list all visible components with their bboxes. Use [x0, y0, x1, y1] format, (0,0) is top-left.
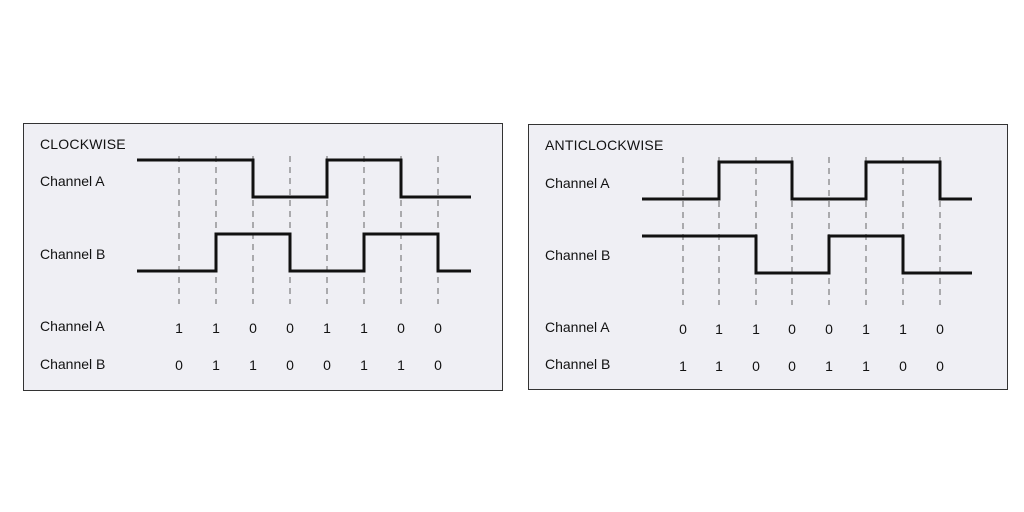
channel-b-bit: 0 — [323, 357, 331, 373]
channel-b-bit: 0 — [899, 358, 907, 374]
channel-b-bit: 1 — [862, 358, 870, 374]
channel-b-bit: 1 — [825, 358, 833, 374]
channel-b-wave-label: Channel B — [545, 247, 611, 263]
channel-a-bit: 0 — [679, 321, 687, 337]
channel-b-bit: 0 — [434, 357, 442, 373]
channel-a-bit: 1 — [752, 321, 760, 337]
clockwise-waveform — [137, 156, 471, 304]
channel-a-waveform — [642, 160, 972, 201]
channel-a-wave-label: Channel A — [545, 175, 610, 191]
channel-a-bit: 1 — [360, 320, 368, 336]
channel-a-bit: 1 — [899, 321, 907, 337]
channel-a-bit: 0 — [825, 321, 833, 337]
channel-b-bit: 1 — [249, 357, 257, 373]
clockwise-panel: CLOCKWISE Channel A Channel B Channel A … — [23, 123, 503, 391]
channel-b-bit: 0 — [286, 357, 294, 373]
anticlockwise-waveform — [642, 157, 972, 305]
channel-b-bit: 0 — [175, 357, 183, 373]
channel-a-waveform — [137, 158, 471, 199]
channel-a-bit: 0 — [249, 320, 257, 336]
channel-a-bit: 0 — [397, 320, 405, 336]
channel-b-wave-label: Channel B — [40, 246, 106, 262]
channel-a-bit: 1 — [862, 321, 870, 337]
channel-b-bit: 0 — [752, 358, 760, 374]
channel-a-table-label: Channel A — [40, 318, 105, 334]
channel-b-bit: 1 — [397, 357, 405, 373]
channel-b-table-label: Channel B — [545, 356, 611, 372]
channel-a-bit: 0 — [788, 321, 796, 337]
channel-b-bit: 0 — [788, 358, 796, 374]
channel-b-bit: 1 — [679, 358, 687, 374]
channel-b-table-label: Channel B — [40, 356, 106, 372]
channel-a-bit: 1 — [715, 321, 723, 337]
anticlockwise-panel: ANTICLOCKWISE Channel A Channel B Channe… — [528, 124, 1008, 390]
anticlockwise-title: ANTICLOCKWISE — [545, 137, 664, 153]
channel-b-bit: 1 — [212, 357, 220, 373]
channel-a-bit: 1 — [175, 320, 183, 336]
channel-a-bit: 0 — [286, 320, 294, 336]
channel-b-waveform — [642, 234, 972, 275]
channel-a-table-label: Channel A — [545, 319, 610, 335]
channel-b-bit: 1 — [360, 357, 368, 373]
channel-a-bit: 1 — [323, 320, 331, 336]
channel-a-bit: 1 — [212, 320, 220, 336]
channel-b-waveform — [137, 232, 471, 273]
channel-a-bit: 0 — [936, 321, 944, 337]
channel-a-bit: 0 — [434, 320, 442, 336]
clockwise-title: CLOCKWISE — [40, 136, 126, 152]
channel-b-bit: 1 — [715, 358, 723, 374]
channel-a-wave-label: Channel A — [40, 173, 105, 189]
channel-b-bit: 0 — [936, 358, 944, 374]
